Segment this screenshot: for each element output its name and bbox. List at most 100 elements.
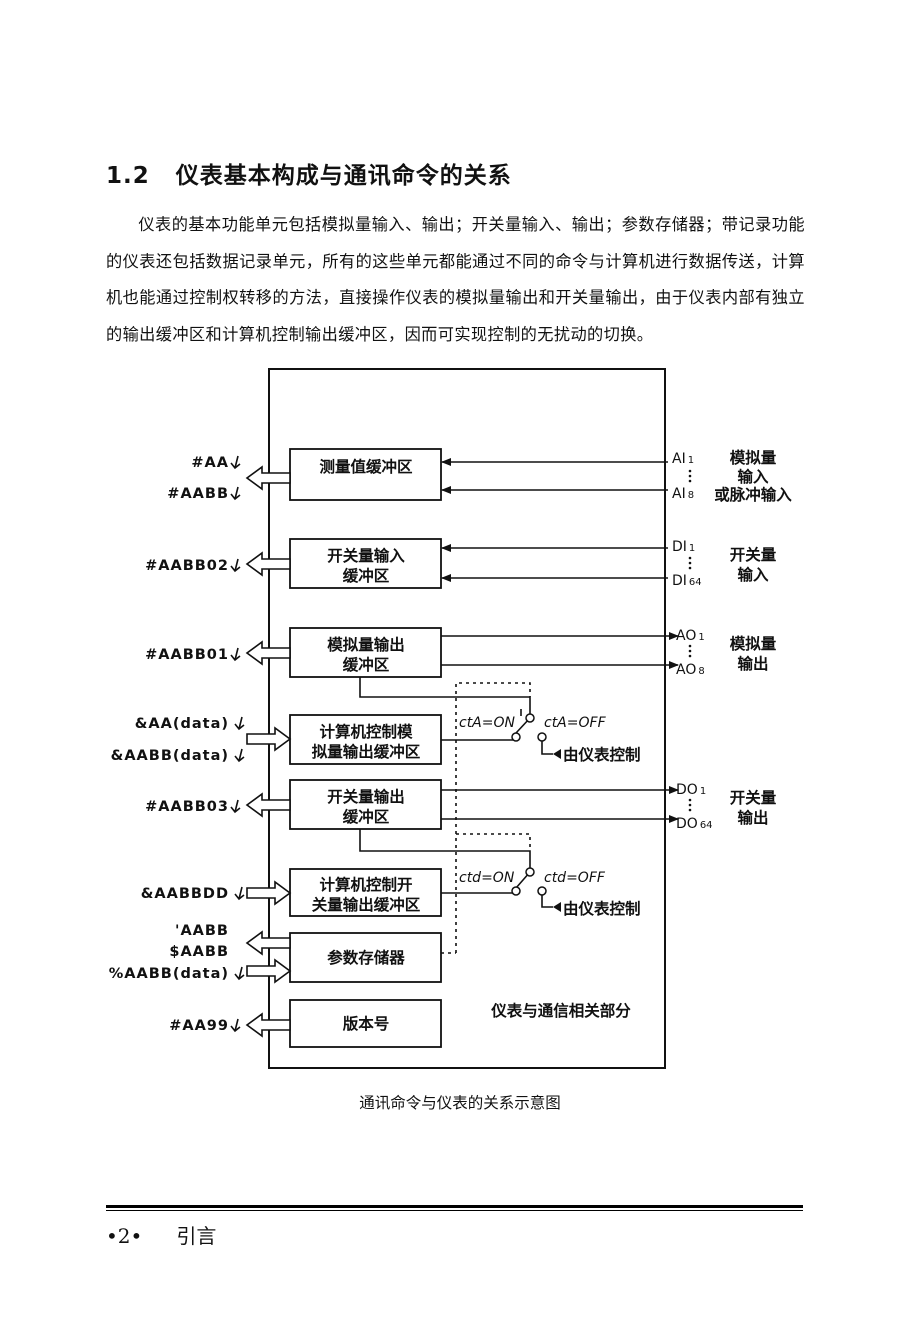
measure-buffer-label: 测量值缓冲区 xyxy=(319,457,413,476)
ctd-control-dashed xyxy=(441,833,531,954)
instrument-frame xyxy=(268,368,666,1069)
hollow-arrow-in xyxy=(246,726,292,752)
ellipsis-dot xyxy=(688,644,692,648)
hollow-arrow-out xyxy=(245,1012,291,1038)
enter-mark-icon xyxy=(230,647,241,662)
hollow-arrow-out xyxy=(245,640,291,666)
ctd-off-label: ctd=OFF xyxy=(544,870,606,886)
ellipsis-dot xyxy=(688,654,692,658)
side-label-ao-2: 输出 xyxy=(737,654,768,673)
side-label-ai-pulse: 或脉冲输入 xyxy=(714,485,792,504)
ao-buffer-label-1: 模拟量输出 xyxy=(327,635,405,654)
cmd-aa: #AA xyxy=(191,455,229,471)
section-title-text: 仪表基本构成与通讯命令的关系 xyxy=(175,163,512,189)
ellipsis-dot xyxy=(688,803,692,807)
enter-mark-icon xyxy=(230,1018,241,1033)
ao-buffer-label-2: 缓冲区 xyxy=(343,655,390,674)
manual-arrow-icon xyxy=(553,749,561,759)
ctd-on-label: ctd=ON xyxy=(459,870,515,886)
cmd-aabb03: #AABB03 xyxy=(145,799,229,815)
enter-mark-icon xyxy=(234,966,245,981)
hollow-arrow-out xyxy=(245,465,291,491)
switch-contact xyxy=(525,867,535,877)
cmd-aabb02: #AABB02 xyxy=(145,558,229,574)
pc-do-buffer-label-1: 计算机控制开 xyxy=(319,875,413,894)
pc-do-switch-wire xyxy=(441,888,517,894)
ellipsis-dot xyxy=(688,556,692,560)
cmd-amp-aabb-data: &AABB(data) xyxy=(111,748,229,764)
enter-mark-icon xyxy=(230,558,241,573)
hollow-arrow-out xyxy=(245,792,291,818)
chapter-name: 引言 xyxy=(176,1224,217,1248)
side-label-do-1: 开关量 xyxy=(730,788,777,807)
side-label-ao-1: 模拟量 xyxy=(730,634,777,653)
hollow-arrow-out xyxy=(245,551,291,577)
by-instrument-label-do: 由仪表控制 xyxy=(563,899,641,918)
cmd-dollar-aabb: $AABB xyxy=(169,944,229,960)
side-label-ai-2: 输入 xyxy=(737,467,769,486)
section-title: 1.2 仪表基本构成与通讯命令的关系 xyxy=(106,156,512,190)
enter-mark-icon xyxy=(230,486,241,501)
ellipsis-dot xyxy=(688,808,692,812)
ellipsis-dot xyxy=(688,566,692,570)
version-label: 版本号 xyxy=(342,1014,390,1033)
by-instrument-label-ao: 由仪表控制 xyxy=(563,745,641,764)
enter-mark-icon xyxy=(234,886,245,901)
side-label-do-2: 输出 xyxy=(737,808,768,827)
side-label-di-2: 输入 xyxy=(737,565,769,584)
hollow-arrow-out xyxy=(245,930,291,956)
figure-caption: 通讯命令与仪表的关系示意图 xyxy=(359,1094,561,1112)
page-footer: •2• 引言 xyxy=(106,1220,216,1249)
side-label-ai-1: 模拟量 xyxy=(730,448,777,467)
do-buffer-label-2: 缓冲区 xyxy=(343,807,390,826)
cmd-aa99: #AA99 xyxy=(169,1018,229,1034)
switch-contact xyxy=(525,713,535,723)
switch-contact xyxy=(537,732,547,742)
enter-mark-icon xyxy=(230,455,241,470)
cmd-aabb01: #AABB01 xyxy=(145,647,229,663)
di-buffer-label-1: 开关量输入 xyxy=(327,546,405,565)
di-buffer-label-2: 缓冲区 xyxy=(343,566,390,585)
ao-switch-wire xyxy=(359,677,531,718)
cta-off-label: ctA=OFF xyxy=(544,715,607,731)
param-storage-box xyxy=(289,932,442,983)
do-switch-wire xyxy=(359,829,531,872)
pc-ao-buffer-label-1: 计算机控制模 xyxy=(319,722,413,741)
pc-ao-buffer-label-2: 拟量输出缓冲区 xyxy=(312,742,421,761)
footer-rule-thick xyxy=(106,1205,803,1208)
cta-control-dashed xyxy=(455,682,531,953)
frame-label: 仪表与通信相关部分 xyxy=(490,1001,631,1020)
hollow-arrow-in xyxy=(246,958,292,984)
cmd-quote-aabb: 'AABB xyxy=(175,923,229,939)
cmd-pct-aabb-data: %AABB(data) xyxy=(109,966,229,982)
switch-contact xyxy=(511,732,521,742)
ellipsis-dot xyxy=(688,561,692,565)
enter-mark-icon xyxy=(230,799,241,814)
enter-mark-icon xyxy=(234,716,245,731)
ellipsis-dot xyxy=(688,649,692,653)
cta-on-label: ctA=ON xyxy=(459,715,516,731)
ellipsis-dot xyxy=(688,479,692,483)
do-buffer-label-1: 开关量输出 xyxy=(327,787,405,806)
hollow-arrow-in xyxy=(246,880,292,906)
page-number: •2• xyxy=(106,1224,143,1248)
side-label-di-1: 开关量 xyxy=(730,545,777,564)
pc-ao-switch-wire xyxy=(441,733,517,741)
cmd-aabb: #AABB xyxy=(167,486,229,502)
enter-mark-icon xyxy=(234,748,245,763)
switch-contact xyxy=(511,886,521,896)
param-storage-label: 参数存储器 xyxy=(327,948,405,967)
manual-arrow-icon xyxy=(553,902,561,912)
cmd-amp-aabbdd: &AABBDD xyxy=(141,886,229,902)
cmd-amp-aa-data: &AA(data) xyxy=(135,716,229,732)
section-number: 1.2 xyxy=(106,163,150,189)
